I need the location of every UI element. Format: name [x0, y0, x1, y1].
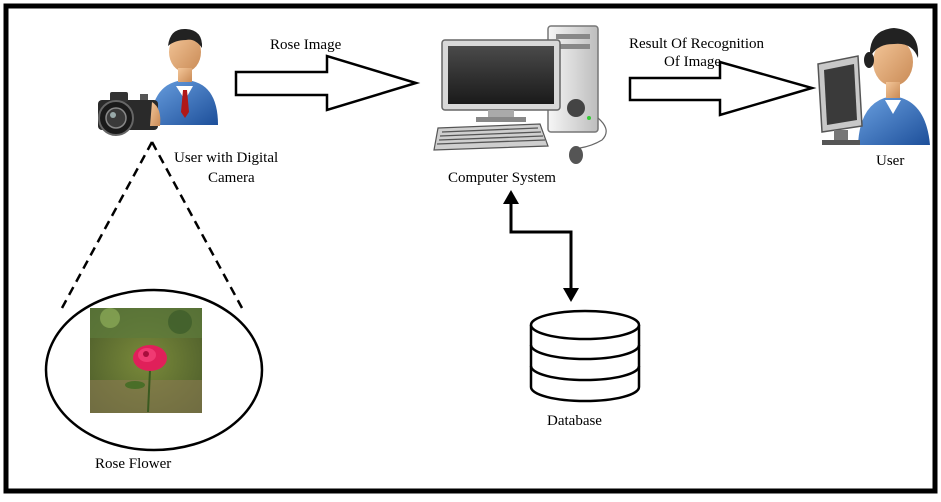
- desktop-computer-icon: [433, 25, 607, 164]
- rose-label: Rose Flower: [95, 456, 172, 472]
- database-cylinder-icon: [529, 309, 641, 403]
- user-label: User: [876, 153, 905, 169]
- diagram-frame: [3, 3, 938, 494]
- user-with-camera-icon: [98, 28, 218, 136]
- camera-user-label-line2: Camera: [208, 170, 255, 186]
- rose-image-arrow: [234, 54, 421, 112]
- rose-photo: [90, 308, 202, 413]
- result-arrow: [628, 60, 817, 117]
- database-label: Database: [547, 413, 602, 429]
- result-label-line1: Result Of Recognition: [629, 36, 764, 52]
- user-at-monitor-icon: [817, 28, 930, 145]
- db-connector: [503, 190, 579, 302]
- rose-image-label: Rose Image: [270, 37, 342, 53]
- rose-focus-ellipse: [44, 288, 264, 452]
- focus-dashed-lines: [60, 141, 244, 309]
- camera-user-label-line1: User with Digital: [174, 150, 279, 166]
- computer-label: Computer System: [448, 170, 556, 186]
- result-label-line2: Of Image: [664, 54, 722, 70]
